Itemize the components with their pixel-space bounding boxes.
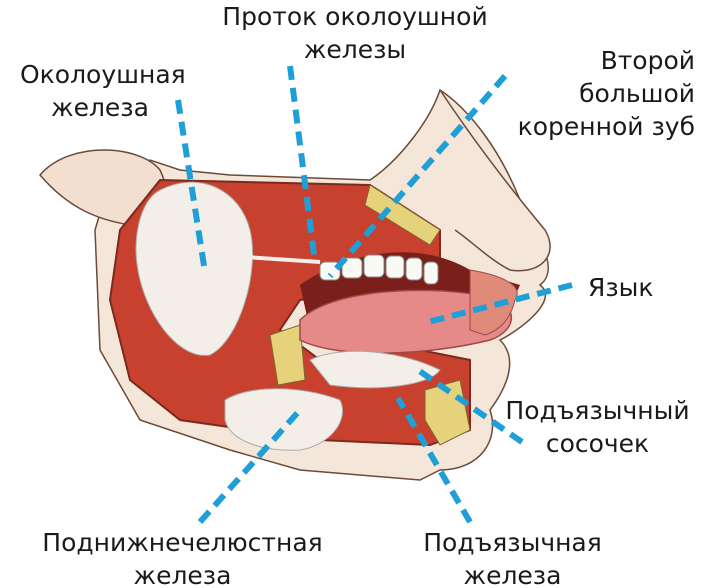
label-line: сосочек xyxy=(545,429,650,458)
label-line: Второй xyxy=(600,46,695,75)
jaw-bone xyxy=(364,184,441,246)
label-line: Поднижнечелюстная xyxy=(42,528,323,557)
label-tongue: Язык xyxy=(588,271,654,304)
label-line: коренной зуб xyxy=(517,112,695,141)
parotid-gland xyxy=(135,181,254,356)
label-line: железа xyxy=(51,93,149,122)
leader-parotid-duct xyxy=(287,65,318,263)
mandible-cut-rear xyxy=(269,324,306,386)
label-line: Подъязычный xyxy=(505,396,690,425)
label-line: железа xyxy=(133,561,232,588)
label-line: Проток околоушной xyxy=(222,2,488,31)
lips xyxy=(469,269,518,336)
leader-submandibular-gland xyxy=(197,408,303,524)
sublingual-gland xyxy=(309,350,441,389)
label-sublingual-gland: Подъязычная железа xyxy=(415,526,610,588)
label-line: железы xyxy=(303,35,407,64)
label-parotid-gland: Околоушная железа xyxy=(20,58,186,124)
label-line: Язык xyxy=(588,273,654,302)
leader-parotid-gland xyxy=(175,99,208,273)
label-second-molar: Второй большой коренной зуб xyxy=(480,44,695,143)
leader-sublingual-gland xyxy=(395,396,473,524)
nose xyxy=(439,89,551,272)
label-line: большой xyxy=(579,79,695,108)
label-line: Околоушная xyxy=(20,60,186,89)
label-line: Подъязычная xyxy=(423,528,602,557)
label-sublingual-papilla: Подъязычный сосочек xyxy=(500,394,695,460)
label-submandibular-gland: Поднижнечелюстная железа xyxy=(35,526,330,588)
upper-teeth xyxy=(319,254,439,285)
submandibular-gland xyxy=(224,388,344,451)
leader-second-molar xyxy=(327,74,508,278)
label-parotid-duct: Проток околоушной железы xyxy=(215,0,495,66)
parotid-duct xyxy=(214,253,321,264)
label-line: железа xyxy=(463,561,562,588)
leader-tongue xyxy=(427,282,573,325)
